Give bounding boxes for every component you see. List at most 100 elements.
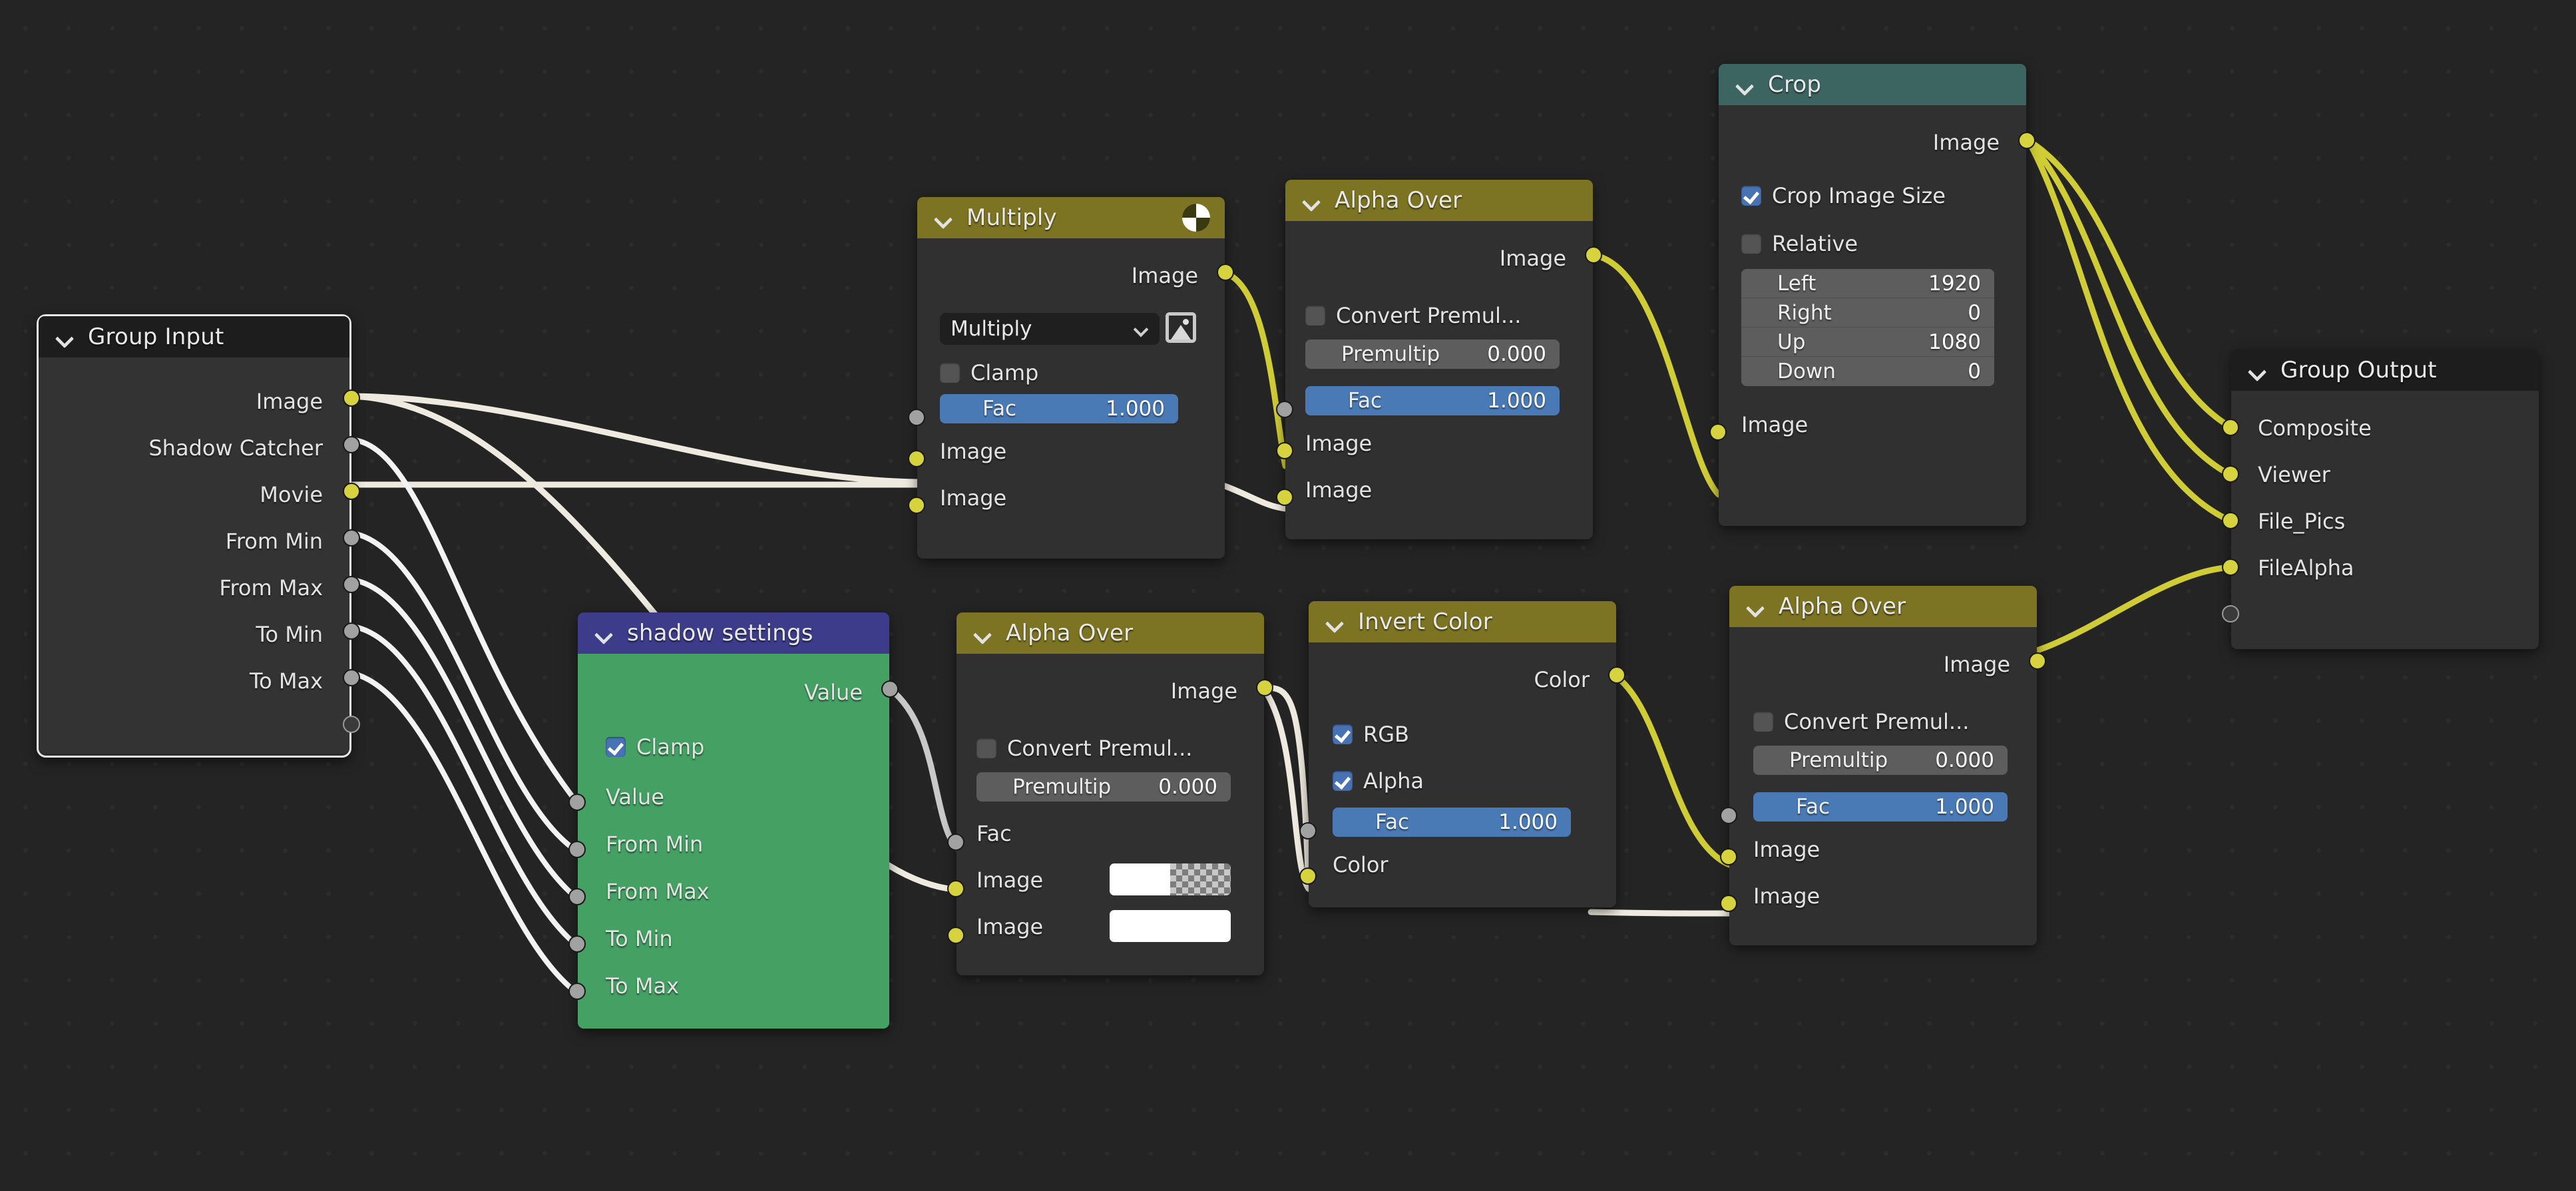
node-alpha-over-mid[interactable]: Alpha Over Image Convert Premul... Premu… [947, 612, 1273, 975]
socket-out-movie[interactable] [343, 483, 360, 500]
node-header[interactable]: Group Input [39, 316, 349, 357]
socket-in-fac[interactable] [947, 834, 965, 851]
socket-in-image-1[interactable] [1720, 848, 1737, 865]
right-field[interactable]: Right 0 [1741, 298, 1994, 328]
node-header[interactable]: Multiply [917, 197, 1225, 238]
chevron-down-icon[interactable] [1134, 322, 1149, 336]
socket-in-image-2[interactable] [1276, 489, 1293, 506]
image-thumbnail-icon[interactable] [1166, 312, 1196, 343]
input-label-image-1: Image [1305, 431, 1373, 456]
node-shadow-settings[interactable]: shadow settings Value Clamp Value From M… [568, 612, 899, 1029]
socket-in-new[interactable] [2222, 605, 2239, 622]
node-header[interactable]: Invert Color [1309, 601, 1616, 642]
socket-in-fac[interactable] [908, 409, 925, 426]
fac-field[interactable]: Fac 1.000 [1305, 386, 1560, 415]
node-group-input[interactable]: Group Input Image Shadow Catcher Movie F… [37, 314, 360, 758]
fac-label: Fac [1348, 389, 1383, 413]
socket-out-from-max[interactable] [343, 576, 360, 593]
chevron-down-icon[interactable] [56, 328, 73, 346]
node-crop[interactable]: Crop Image Crop Image Size Relative Left… [1709, 64, 2036, 526]
up-field[interactable]: Up 1080 [1741, 328, 1994, 357]
chevron-down-icon[interactable] [595, 624, 612, 642]
premultiply-value: 0.000 [1487, 342, 1546, 366]
node-title: Alpha Over [1779, 593, 1906, 620]
chevron-down-icon[interactable] [1736, 76, 1753, 93]
socket-in-fac[interactable] [1299, 822, 1317, 839]
socket-out-image[interactable] [1217, 264, 1234, 281]
fac-field[interactable]: Fac 1.000 [940, 394, 1178, 423]
socket-in-from-max[interactable] [568, 888, 586, 905]
socket-in-viewer[interactable] [2222, 465, 2239, 483]
node-header[interactable]: Crop [1719, 64, 2026, 105]
socket-out-color[interactable] [1608, 666, 1625, 684]
socket-in-image-2[interactable] [1720, 895, 1737, 912]
fac-field[interactable]: Fac 1.000 [1333, 808, 1571, 837]
socket-out-image[interactable] [2029, 652, 2046, 670]
crop-image-size-label: Crop Image Size [1772, 183, 1946, 208]
premultiply-field[interactable]: Premultip 0.000 [1753, 746, 2008, 775]
socket-out-image[interactable] [343, 389, 360, 407]
image-color-swatch-2[interactable] [1110, 910, 1231, 942]
socket-in-fac[interactable] [1276, 401, 1293, 418]
socket-in-to-max[interactable] [568, 983, 586, 1000]
node-header[interactable]: Alpha Over [1729, 586, 2037, 627]
rgb-checkbox[interactable] [1333, 724, 1353, 744]
socket-in-to-min[interactable] [568, 935, 586, 953]
chevron-down-icon[interactable] [974, 624, 991, 642]
fac-field[interactable]: Fac 1.000 [1753, 792, 2008, 822]
socket-in-file-alpha[interactable] [2222, 559, 2239, 576]
socket-in-color[interactable] [1299, 867, 1317, 885]
socket-in-image-1[interactable] [908, 450, 925, 467]
convert-premultiply-checkbox[interactable] [1305, 306, 1325, 326]
node-multiply[interactable]: Multiply Image Multiply Clamp Fac 1.000 … [908, 197, 1234, 559]
socket-out-to-min[interactable] [343, 622, 360, 640]
socket-in-image-2[interactable] [908, 497, 925, 514]
relative-checkbox[interactable] [1741, 234, 1761, 254]
socket-in-image-2[interactable] [947, 927, 965, 944]
socket-in-value[interactable] [568, 794, 586, 811]
image-color-swatch-1[interactable] [1110, 863, 1231, 895]
down-field[interactable]: Down 0 [1741, 357, 1994, 386]
alpha-checkbox[interactable] [1333, 771, 1353, 791]
socket-in-composite[interactable] [2222, 419, 2239, 436]
crop-image-size-checkbox[interactable] [1741, 186, 1761, 206]
node-title: Multiply [966, 204, 1057, 231]
socket-in-from-min[interactable] [568, 841, 586, 858]
premultiply-field[interactable]: Premultip 0.000 [976, 772, 1231, 802]
socket-out-image[interactable] [2018, 132, 2036, 149]
convert-premultiply-checkbox[interactable] [1753, 712, 1773, 732]
blend-mode-dropdown[interactable]: Multiply [940, 313, 1160, 345]
chevron-down-icon[interactable] [935, 209, 952, 226]
node-invert-color[interactable]: Invert Color Color RGB Alpha Fac 1.000 C… [1299, 601, 1625, 907]
convert-premultiply-checkbox[interactable] [976, 738, 996, 758]
convert-premultiply-label: Convert Premul... [1784, 709, 1970, 734]
node-header[interactable]: shadow settings [578, 612, 889, 654]
socket-out-to-max[interactable] [343, 669, 360, 686]
socket-out-from-min[interactable] [343, 529, 360, 547]
node-header[interactable]: Alpha Over [1285, 180, 1593, 221]
chevron-down-icon[interactable] [2249, 361, 2266, 379]
socket-in-image-1[interactable] [1276, 442, 1293, 459]
socket-out-value[interactable] [881, 680, 899, 698]
socket-out-new[interactable] [343, 716, 360, 733]
left-field[interactable]: Left 1920 [1741, 269, 1994, 298]
node-alpha-over-right[interactable]: Alpha Over Image Convert Premul... Premu… [1720, 586, 2046, 945]
socket-out-image[interactable] [1256, 679, 1273, 696]
clamp-checkbox[interactable] [940, 363, 960, 383]
node-group-output[interactable]: Group Output Composite Viewer File_Pics … [2222, 350, 2539, 649]
socket-in-fac[interactable] [1720, 807, 1737, 824]
node-header[interactable]: Group Output [2231, 350, 2539, 391]
socket-in-image-1[interactable] [947, 880, 965, 897]
chevron-down-icon[interactable] [1303, 192, 1320, 209]
chevron-down-icon[interactable] [1747, 598, 1764, 615]
socket-in-image[interactable] [1709, 423, 1727, 441]
premultiply-field[interactable]: Premultip 0.000 [1305, 340, 1560, 369]
chevron-down-icon[interactable] [1326, 613, 1343, 630]
socket-out-image[interactable] [1585, 246, 1602, 264]
socket-in-file-pics[interactable] [2222, 512, 2239, 529]
node-alpha-over-top[interactable]: Alpha Over Image Convert Premul... Premu… [1276, 180, 1602, 539]
crop-bounds-fields[interactable]: Left 1920 Right 0 Up 1080 Down 0 [1741, 269, 1994, 386]
clamp-checkbox[interactable] [606, 737, 626, 757]
node-header[interactable]: Alpha Over [957, 612, 1264, 654]
socket-out-shadow-catcher[interactable] [343, 436, 360, 453]
